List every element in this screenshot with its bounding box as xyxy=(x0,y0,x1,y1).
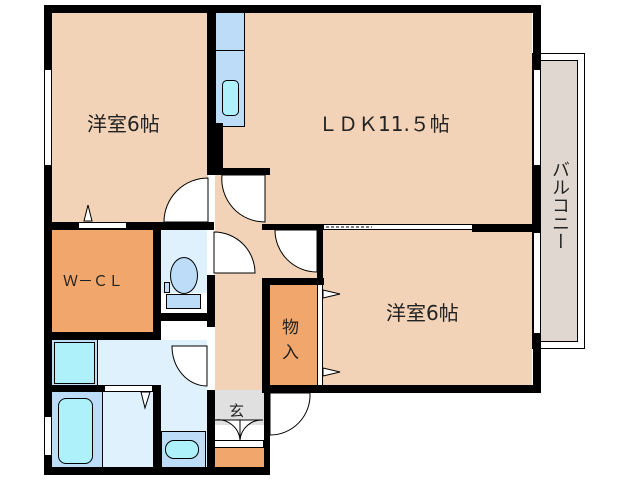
washing-machine-icon xyxy=(52,340,97,386)
wall-bottom-room2 xyxy=(316,385,541,393)
wall-toilet-right xyxy=(207,275,215,327)
western-room-2 xyxy=(320,230,532,385)
entrance xyxy=(214,390,264,425)
wall-room2-left-top xyxy=(317,224,323,284)
door-shoe-left xyxy=(214,419,241,441)
western-room-1-label: 洋室6帖 xyxy=(87,112,160,136)
toilet-vent xyxy=(161,321,207,332)
wall-left-mid xyxy=(44,165,52,417)
entry-step xyxy=(214,440,264,448)
storage xyxy=(270,285,317,385)
wall-right-top xyxy=(533,5,541,70)
door-washroom xyxy=(171,345,208,387)
door-toilet xyxy=(213,231,256,274)
entrance-label: 玄 xyxy=(229,402,245,420)
wall-left-top xyxy=(44,5,52,70)
wall-storage-left xyxy=(262,278,270,393)
wall-right-bottom xyxy=(533,333,541,393)
storage-arrow-bottom-icon xyxy=(322,367,341,377)
storage-door-strip[interactable] xyxy=(317,285,323,385)
toilet-tank-icon xyxy=(166,294,201,309)
storage-arrow-top-icon xyxy=(322,289,341,299)
window-room2-right xyxy=(533,233,541,333)
ldk-label: ＬＤＫ11.５帖 xyxy=(318,112,450,136)
wall-hall-top xyxy=(215,168,270,175)
door-entrance xyxy=(269,392,311,436)
kitchen-sink-icon xyxy=(222,80,239,116)
wall-storage-bottom xyxy=(262,385,324,393)
closet-arrow-icon xyxy=(83,204,93,222)
wall-right-mid xyxy=(533,165,541,237)
wall-ldk-bottom-right xyxy=(472,224,534,232)
kitchen-counter-divider xyxy=(215,50,245,51)
storage-label-line1: 物 xyxy=(282,318,299,338)
wall-left-bottom xyxy=(44,455,52,475)
wall-wash-right xyxy=(207,390,215,475)
wall-top xyxy=(44,5,221,13)
wall-ldk-bottom-left xyxy=(262,224,324,230)
window-ldk-right xyxy=(533,70,541,165)
wall-entry-right xyxy=(264,385,270,475)
door-ldk xyxy=(221,174,266,223)
walk-in-closet xyxy=(50,230,153,332)
wall-room1-bottom xyxy=(44,222,214,230)
window-bath-left xyxy=(44,417,52,455)
wall-wcl-bottom xyxy=(44,332,161,340)
wall-basin-left xyxy=(153,385,161,473)
toilet-bowl-icon xyxy=(170,257,198,294)
washbasin-icon xyxy=(165,440,199,459)
door-room2 xyxy=(274,229,318,273)
walk-in-closet-label: Ｗ－ＣＬ xyxy=(63,272,124,290)
wall-kitchen-stub xyxy=(215,123,223,171)
bath-door[interactable] xyxy=(104,385,153,392)
wall-room1-right xyxy=(207,5,215,175)
wall-bath-top xyxy=(44,385,104,392)
wall-storage-top xyxy=(262,278,324,285)
storage-label-line2: 入 xyxy=(282,343,299,363)
bathtub-icon xyxy=(58,398,93,464)
western-room-2-label: 洋室6帖 xyxy=(386,301,459,325)
door-room1 xyxy=(163,177,209,223)
shoe-cabinet xyxy=(214,448,264,468)
wall-wcl-right xyxy=(153,222,161,340)
sliding-door-ldk-room2[interactable] xyxy=(324,224,472,230)
wall-toilet-bottom xyxy=(153,313,215,321)
door-shoe-right xyxy=(239,419,264,441)
balcony xyxy=(533,54,584,348)
closet-door-room1[interactable] xyxy=(78,222,127,229)
wall-top-ldk xyxy=(208,5,541,13)
balcony-label: バルコニー xyxy=(549,160,570,250)
toilet-paper-icon xyxy=(164,282,170,293)
bath-arrow-icon xyxy=(140,391,151,410)
window-left-room1 xyxy=(44,70,52,165)
